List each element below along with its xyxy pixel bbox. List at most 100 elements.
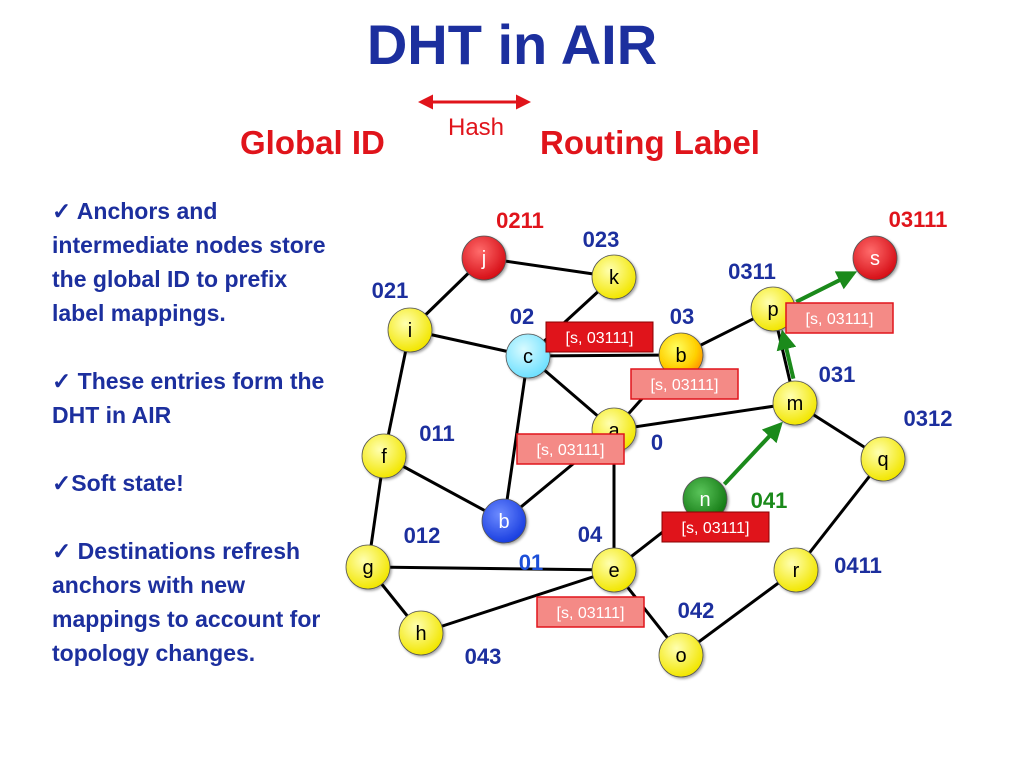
mapping-entry-text: [s, 03111] bbox=[537, 442, 605, 459]
node-label: n bbox=[699, 489, 710, 511]
mapping-entry-c: [s, 03111] bbox=[545, 321, 654, 353]
prefix-label-c: 02 bbox=[510, 304, 534, 329]
node-label: f bbox=[381, 446, 387, 468]
node-k: k bbox=[591, 254, 637, 300]
prefix-label-h: 043 bbox=[465, 644, 502, 669]
prefix-label-p: 0311 bbox=[728, 259, 776, 284]
node-h: h bbox=[398, 610, 444, 656]
bullet-item: ✓ Anchors and intermediate nodes store t… bbox=[52, 198, 326, 326]
node-m: m bbox=[772, 380, 818, 426]
node-label: h bbox=[415, 623, 426, 645]
hash-label: Hash bbox=[448, 114, 505, 141]
mapping-entry-box bbox=[545, 321, 654, 353]
mapping-entry-e: [s, 03111] bbox=[536, 596, 645, 628]
subtitle-routing-label: Routing Label bbox=[540, 124, 760, 161]
node-c: c bbox=[505, 333, 551, 379]
node-label: m bbox=[787, 393, 804, 415]
mapping-entries: [s, 03111] [s, 03111] [s, 03111] [s, 03111]… bbox=[516, 302, 894, 628]
node-r: r bbox=[773, 547, 819, 593]
node-label: q bbox=[877, 449, 888, 471]
node-circle bbox=[361, 433, 407, 479]
route-arrow-p-s bbox=[795, 271, 858, 304]
node-circle bbox=[658, 632, 704, 678]
mapping-entry-n: [s, 03111] bbox=[661, 511, 770, 543]
node-circle bbox=[860, 436, 906, 482]
mapping-entry-text: [s, 03111] bbox=[651, 377, 719, 394]
prefix-label-i: 021 bbox=[372, 278, 409, 303]
mapping-entry-text: [s, 03111] bbox=[557, 605, 625, 622]
edge-o-r bbox=[680, 568, 797, 657]
node-label: b bbox=[498, 511, 509, 533]
prefix-label-n: 041 bbox=[751, 488, 788, 513]
node-circle bbox=[772, 380, 818, 426]
mapping-entry-b-top: [s, 03111] bbox=[630, 368, 739, 400]
node-label: s bbox=[870, 248, 880, 270]
mapping-entry-text: [s, 03111] bbox=[566, 330, 634, 347]
mapping-entry-a: [s, 03111] bbox=[516, 433, 625, 465]
node-circle bbox=[591, 547, 637, 593]
prefix-label-b-blue: 01 bbox=[519, 550, 543, 575]
edge-c-b-blue bbox=[502, 355, 530, 522]
edge-f-b-blue bbox=[383, 454, 505, 523]
node-circle bbox=[773, 547, 819, 593]
prefix-label-f: 011 bbox=[419, 421, 455, 446]
node-e: e bbox=[591, 547, 637, 593]
bullet-item: ✓ Destinations refresh anchors with new … bbox=[52, 538, 321, 666]
mapping-entry-text: [s, 03111] bbox=[806, 311, 874, 328]
node-circle bbox=[461, 235, 507, 281]
node-circle bbox=[852, 235, 898, 281]
prefix-label-j: 0211 bbox=[496, 208, 544, 233]
mapping-entry-box bbox=[630, 368, 739, 400]
route-arrow-m-p bbox=[776, 329, 797, 380]
slide-title: DHT in AIR bbox=[366, 13, 658, 76]
prefix-label-s: 03111 bbox=[889, 207, 948, 232]
mapping-entry-box bbox=[785, 302, 894, 334]
node-o: o bbox=[658, 632, 704, 678]
mapping-entry-p: [s, 03111] bbox=[785, 302, 894, 334]
node-g: g bbox=[345, 544, 391, 590]
node-circle bbox=[591, 254, 637, 300]
prefix-label-q: 0312 bbox=[904, 406, 953, 431]
prefix-label-g: 012 bbox=[404, 523, 441, 548]
mapping-entry-text: [s, 03111] bbox=[682, 520, 750, 537]
node-label: j bbox=[481, 248, 486, 270]
node-circle bbox=[505, 333, 551, 379]
mapping-entry-box bbox=[661, 511, 770, 543]
prefix-label-r: 0411 bbox=[834, 553, 882, 578]
edge-c-b-top bbox=[527, 353, 682, 358]
node-label: k bbox=[609, 267, 620, 289]
edge-m-a bbox=[613, 401, 796, 432]
node-label: g bbox=[362, 557, 373, 579]
route-arrows bbox=[722, 271, 858, 486]
node-q: q bbox=[860, 436, 906, 482]
prefix-label-k: 023 bbox=[583, 227, 620, 252]
prefix-label-m: 031 bbox=[819, 362, 856, 387]
mapping-entry-box bbox=[516, 433, 625, 465]
node-f: f bbox=[361, 433, 407, 479]
node-circle bbox=[345, 544, 391, 590]
bullet-item: ✓Soft state! bbox=[52, 470, 184, 496]
node-b-blue: b bbox=[481, 498, 527, 544]
prefix-label-b-top: 03 bbox=[670, 304, 694, 329]
edge-g-e bbox=[367, 565, 615, 572]
node-label: p bbox=[767, 299, 778, 321]
node-label: e bbox=[608, 560, 619, 582]
subtitle-global-id: Global ID bbox=[240, 124, 385, 161]
prefix-labels: 0211 023 021 02 03 0311 03111 031 0312 0 011 01 041 0… bbox=[372, 207, 953, 669]
node-i: i bbox=[387, 307, 433, 353]
bullet-item: ✓ These entries form the DHT in AIR bbox=[52, 368, 325, 428]
prefix-label-o: 042 bbox=[678, 598, 715, 623]
mapping-entry-box bbox=[536, 596, 645, 628]
node-circle bbox=[398, 610, 444, 656]
edge-r-q bbox=[794, 458, 885, 571]
node-label: i bbox=[408, 320, 412, 342]
node-circle bbox=[387, 307, 433, 353]
node-label: c bbox=[523, 346, 533, 368]
node-s: s bbox=[852, 235, 898, 281]
prefix-label-a: 0 bbox=[651, 430, 663, 455]
edge-h-e bbox=[420, 568, 615, 635]
bullet-list: ✓ Anchors and intermediate nodes store t… bbox=[52, 194, 342, 670]
node-circle bbox=[481, 498, 527, 544]
